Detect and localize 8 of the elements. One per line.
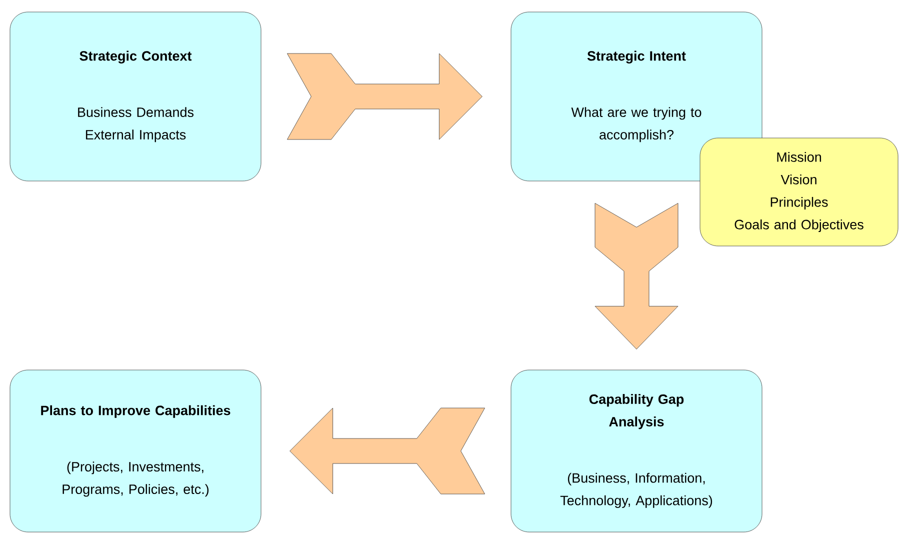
process-box: Strategic Intent What are we trying to accomplish? [510, 12, 762, 182]
note-box: Mission Vision Principles Goals and Objectives [700, 138, 898, 246]
process-box: Capability Gap Analysis (Business, Information, Technology, Applications) [510, 370, 762, 532]
process-box: Plans to Improve Capabilities (Projects, Investments, Programs, Policies, etc.) [10, 370, 262, 532]
block-arrow [290, 408, 485, 494]
block-arrow [594, 203, 678, 350]
process-box: Strategic Context Business Demands External Impacts [10, 12, 262, 182]
block-arrow [287, 53, 482, 140]
